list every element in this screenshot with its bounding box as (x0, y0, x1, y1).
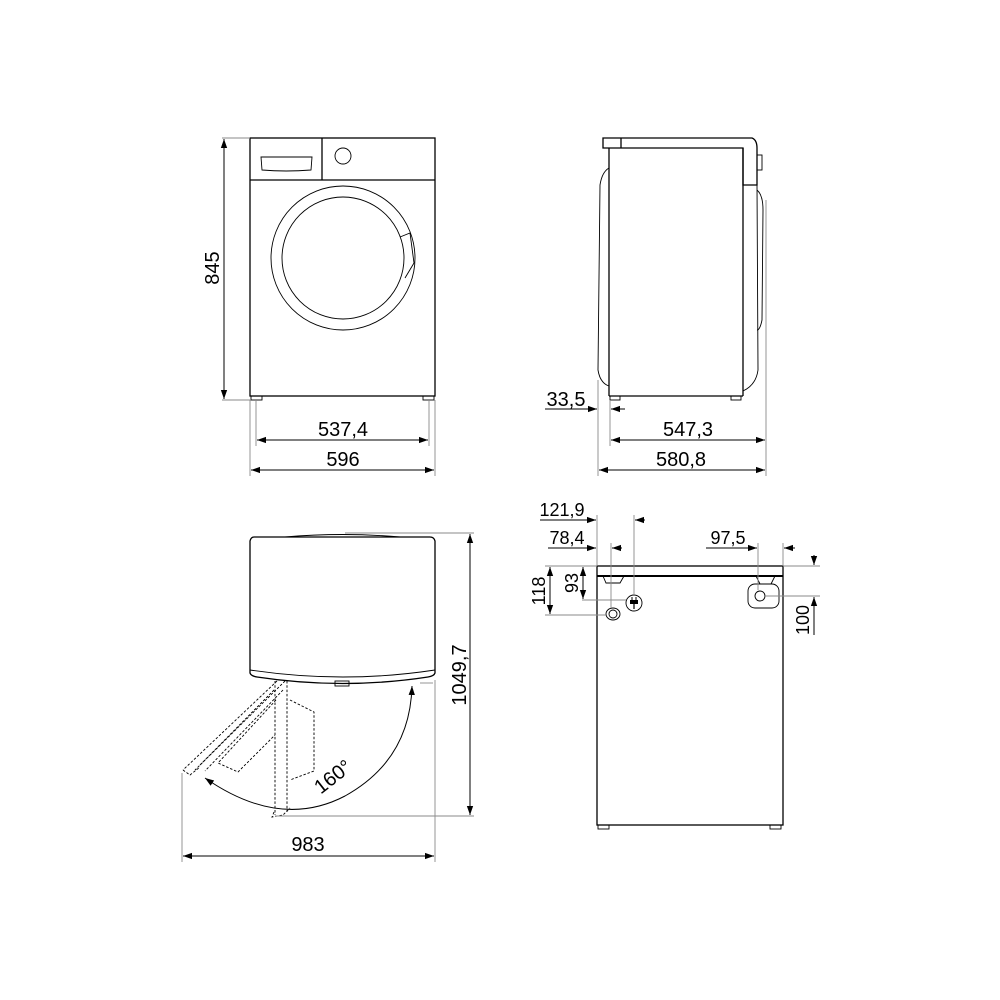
door-angle-label: 160° (310, 756, 356, 799)
open-width-label: 983 (291, 834, 324, 856)
detergent-drawer (260, 156, 313, 172)
program-knob (334, 147, 352, 165)
water-inlet-offset-label: 78,4 (549, 528, 584, 548)
water-inlet-height-label: 118 (529, 577, 549, 606)
total-width-label: 596 (326, 449, 359, 471)
washer-top-body (249, 536, 436, 685)
washer-rear-body (596, 565, 784, 826)
open-depth-label: 1049,7 (449, 644, 471, 705)
washer-front-body (249, 137, 436, 397)
height-label: 845 (202, 251, 224, 284)
side-view: 33,5 547,3 580,8 (545, 137, 767, 476)
front-view: 845 537,4 596 (202, 137, 436, 476)
door-ring (270, 185, 416, 331)
open-door-outline (182, 680, 315, 818)
drain-outlet-icon (747, 575, 780, 609)
door-angle-arc (204, 685, 415, 810)
drain-height-label: 100 (793, 605, 813, 635)
plug-height-label: 93 (562, 573, 582, 593)
power-plug-icon (625, 594, 643, 612)
drain-offset-label: 97,5 (710, 528, 745, 548)
door-depth-label: 33,5 (547, 389, 586, 411)
water-inlet-icon (605, 607, 621, 621)
top-view: 160° 1049,7 983 (181, 532, 474, 862)
body-depth-label: 547,3 (663, 419, 713, 441)
door-glass (281, 196, 405, 320)
door-handle (399, 232, 415, 279)
feet-width-label: 537,4 (318, 419, 368, 441)
plug-offset-label: 121,9 (539, 500, 584, 520)
rear-view: 121,9 78,4 97,5 118 93 100 (529, 500, 820, 830)
total-depth-label: 580,8 (656, 449, 706, 471)
